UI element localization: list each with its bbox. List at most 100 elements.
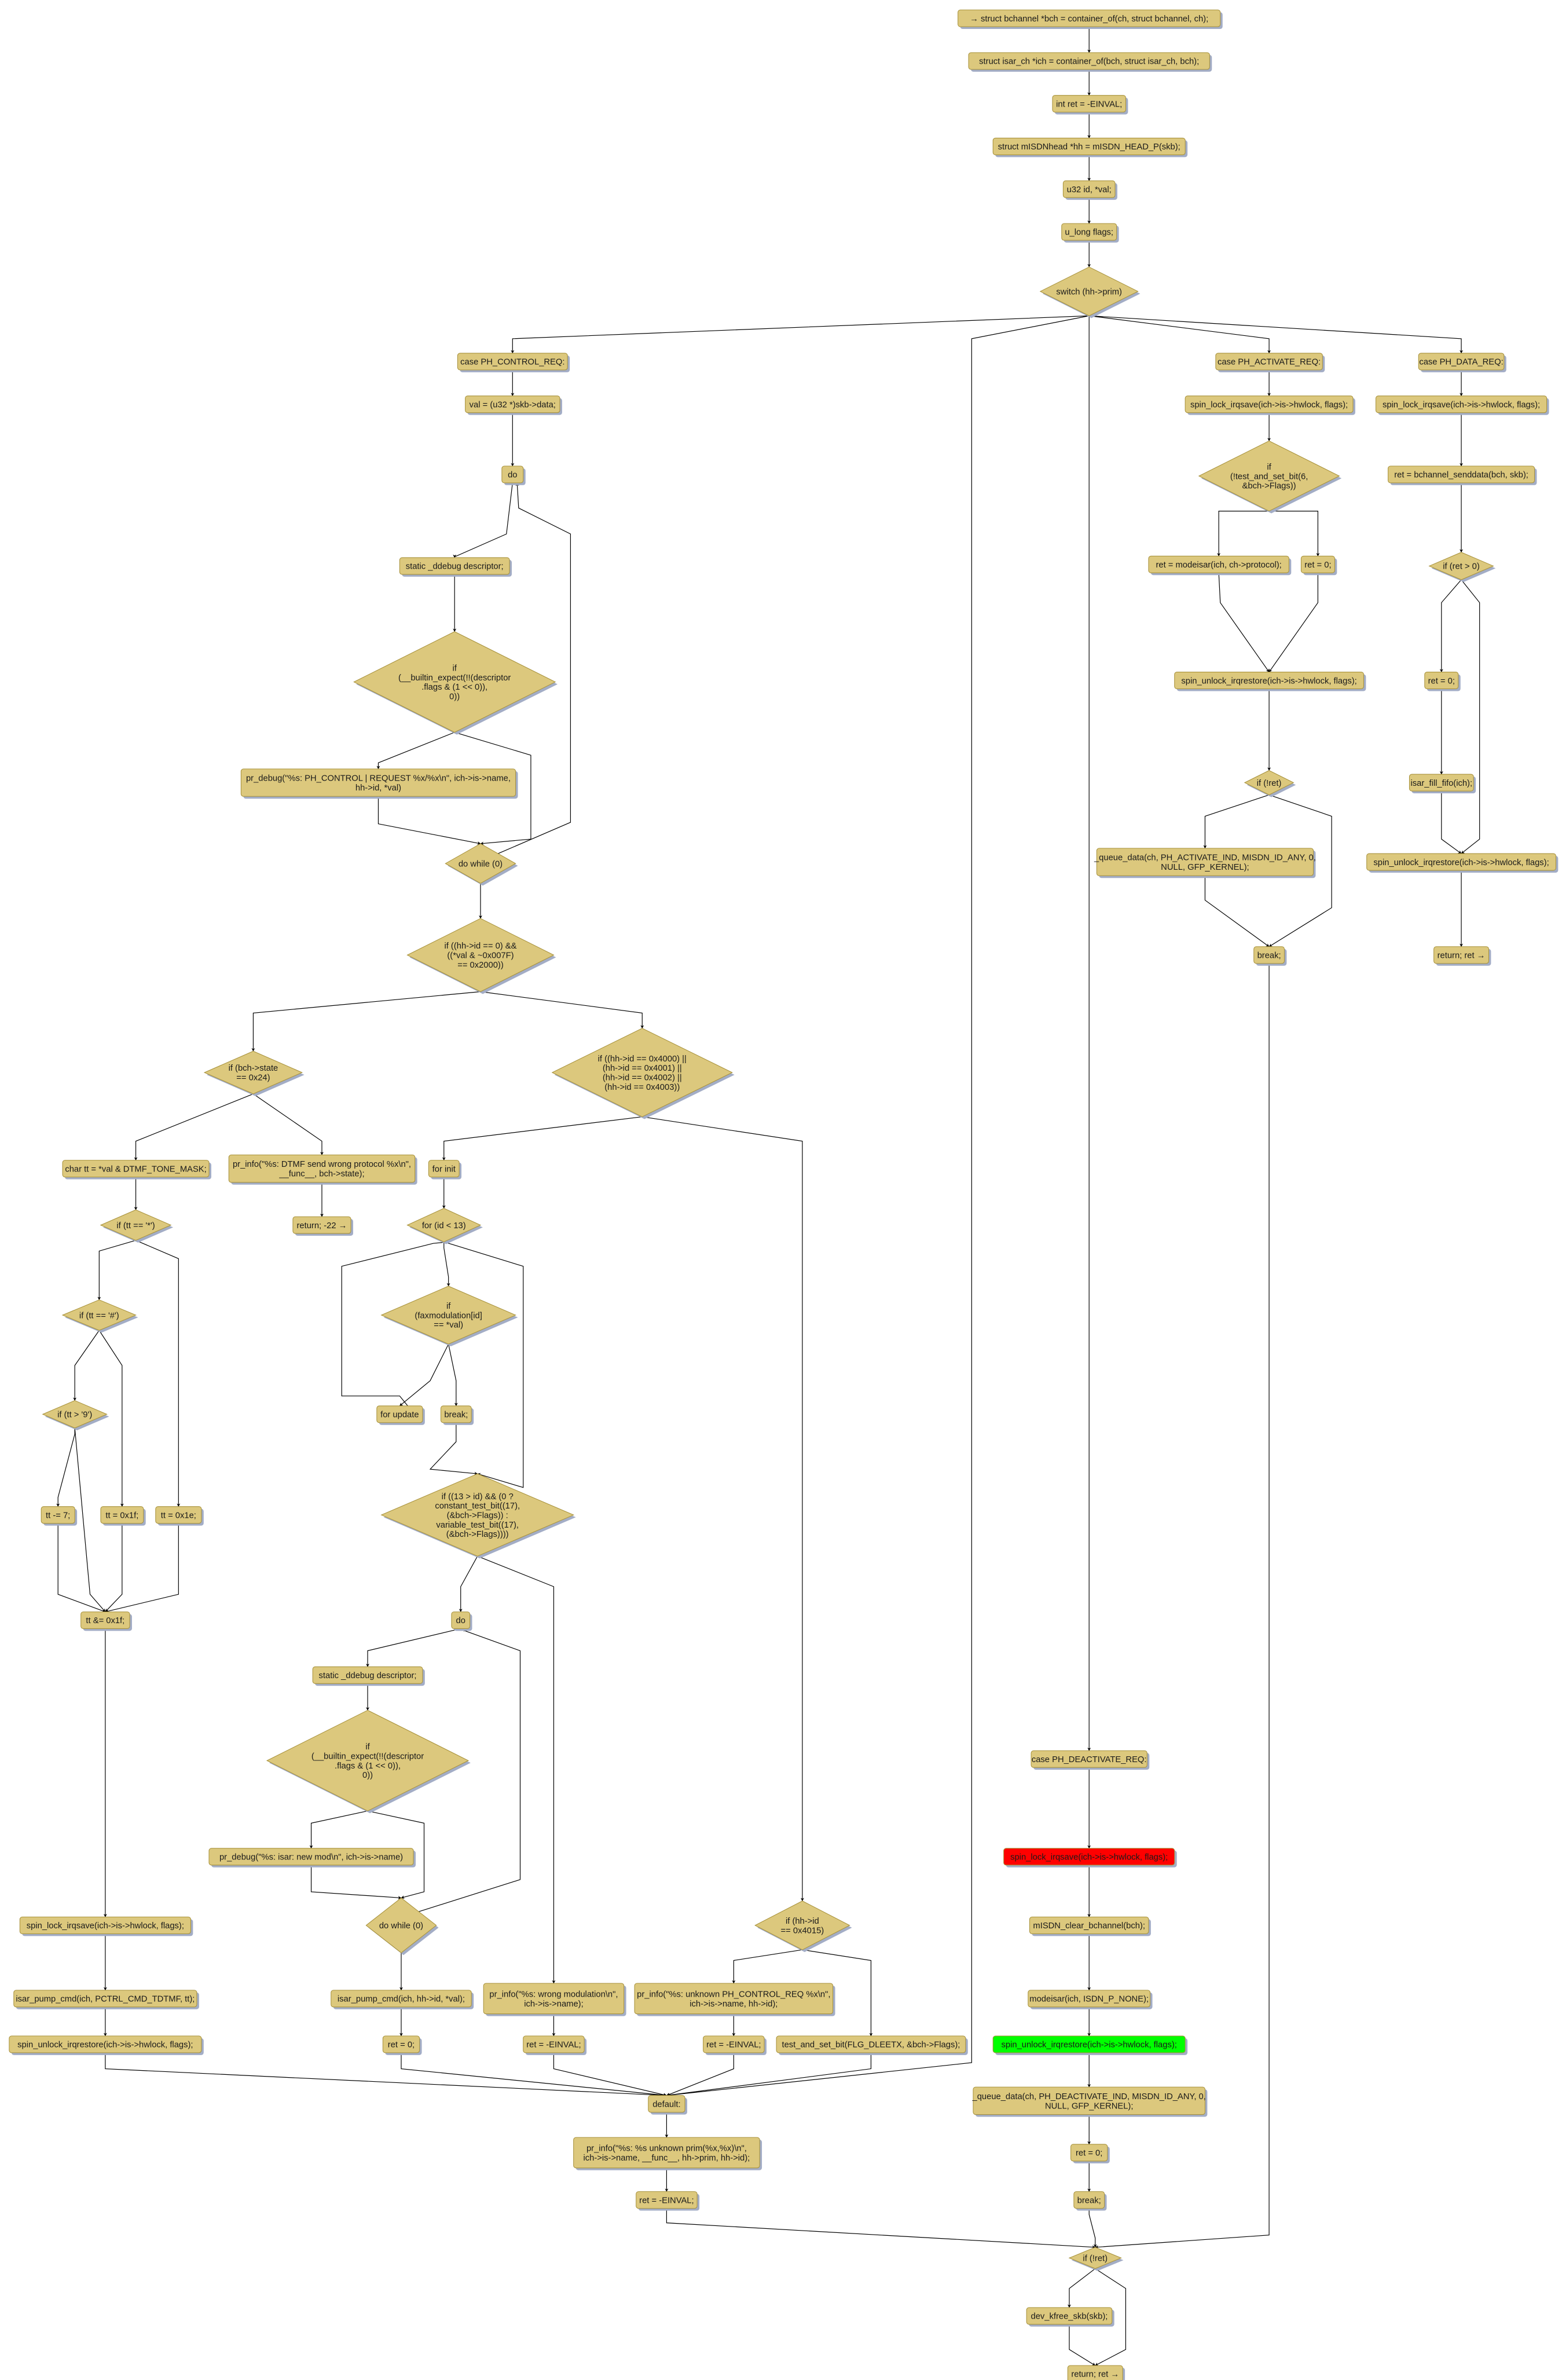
- node-shape: [1174, 672, 1364, 690]
- node-label-line: __func__, bch->state);: [278, 1170, 364, 1179]
- node-shape: [1198, 440, 1340, 512]
- node-label-line: tt = 0x1e;: [161, 1511, 196, 1520]
- node-label: do: [456, 1616, 465, 1625]
- node-label: return; -22 →: [297, 1221, 347, 1231]
- node-shape: [62, 1160, 210, 1178]
- edge-c17-c20: [57, 1523, 106, 1613]
- node-label-line: case PH_DATA_REQ:: [1419, 358, 1503, 367]
- edge-c42-d0: [666, 2052, 872, 2097]
- statement-node: spin_lock_irqsave(ich->is->hwlock, flags…: [19, 1916, 193, 1936]
- statement-node: spin_unlock_irqrestore(ich->is->hwlock, …: [9, 2035, 204, 2055]
- node-label: default:: [652, 2100, 680, 2109]
- edge-c5-c6: [376, 732, 455, 770]
- node-label: if ((13 > id) && (0 ?constant_test_bit((…: [435, 1492, 520, 1539]
- node-label-line: hh->id, *val): [355, 783, 401, 793]
- edge-c29-c30: [309, 1810, 368, 1849]
- node-label-line: val = (u32 *)skb->data;: [470, 400, 556, 409]
- node-shape: [1424, 672, 1459, 690]
- node-label-line: == 0x2000)): [457, 961, 504, 970]
- decision-node: if (tt == '#'): [61, 1299, 138, 1333]
- node-shape: [240, 768, 516, 797]
- node-label-line: ich->is->name, hh->id);: [690, 2000, 778, 2009]
- node-label-line: if: [446, 1302, 451, 1311]
- edge-p6-p7: [1203, 794, 1270, 849]
- node-label-line: variable_test_bit((17),: [436, 1521, 519, 1530]
- node-label-line: int ret = -EINVAL;: [1056, 100, 1122, 109]
- edge-c25-c26: [429, 1422, 478, 1475]
- node-label: pr_info("%s: unknown PH_CONTROL_REQ %x\n…: [637, 1990, 830, 2008]
- node-label: _queue_data(ch, PH_DEACTIVATE_IND, MISDN…: [972, 2092, 1206, 2111]
- node-label-line: struct isar_ch *ich = container_of(bch, …: [979, 57, 1199, 67]
- edge-c18-c20: [105, 1523, 123, 1612]
- node-label-line: ret = bchannel_senddata(bch, skb);: [1394, 471, 1528, 480]
- statement-node: return; ret →: [1433, 946, 1491, 966]
- node-label-line: switch (hh->prim): [1056, 287, 1122, 296]
- edge-c26-c27: [459, 1556, 478, 1613]
- statement-node: return; ret →: [1067, 2365, 1125, 2380]
- decision-node: if(faxmodulation[id]== *val): [380, 1286, 518, 1347]
- node-label: return; ret →: [1438, 951, 1486, 961]
- node-label-line: &bch->Flags)): [1242, 482, 1296, 491]
- node-shape: [703, 2035, 765, 2053]
- node-label: static _ddebug descriptor;: [319, 1671, 417, 1680]
- edge-c23-c24: [399, 1343, 449, 1407]
- statement-node: static _ddebug descriptor;: [312, 1666, 425, 1686]
- statement-node: case PH_DEACTIVATE_REQ:: [1031, 1750, 1150, 1770]
- node-label-line: == *val): [434, 1321, 463, 1330]
- node-label: struct isar_ch *ich = container_of(bch, …: [979, 57, 1199, 67]
- node-label: ret = 0;: [1428, 676, 1455, 686]
- node-label-line: spin_unlock_irqrestore(ich->is->hwlock, …: [1181, 676, 1356, 686]
- node-label-line: struct mISDNhead *hh = mISDN_HEAD_P(skb)…: [998, 142, 1180, 152]
- edge-c6-c7: [377, 796, 481, 845]
- node-shape: [1070, 2144, 1108, 2162]
- edge-p2-p4: [1269, 511, 1320, 556]
- decision-node: if (hh->id== 0x4015): [754, 1901, 852, 1952]
- node-label-line: .flags & (1 << 0)),: [421, 683, 487, 692]
- node-label-line: modeisar(ich, ISDN_P_NONE);: [1029, 1995, 1149, 2004]
- statement-node: static _ddebug descriptor;: [399, 557, 512, 577]
- node-shape: [1375, 396, 1548, 413]
- node-label: case PH_DEACTIVATE_REQ:: [1032, 1755, 1147, 1764]
- edge-r7-r8: [1088, 2208, 1097, 2248]
- node-label: val = (u32 *)skb->data;: [470, 400, 556, 409]
- node-label-line: pr_info("%s: wrong modulation\n",: [489, 1990, 618, 1999]
- node-label-line: default:: [652, 2100, 680, 2109]
- edge-c10-c21: [442, 1116, 643, 1161]
- node-label-line: (__builtin_expect(!!(descriptor: [311, 1752, 424, 1761]
- edges-layer: [56, 27, 1480, 2366]
- node-label-line: for (id < 13): [422, 1221, 466, 1231]
- node-label: spin_lock_irqsave(ich->is->hwlock, flags…: [1190, 400, 1348, 409]
- node-label: ret = modeisar(ich, ch->protocol);: [1156, 561, 1282, 570]
- node-shape: [382, 2035, 420, 2053]
- statement-node: ret = bchannel_senddata(bch, skb);: [1388, 466, 1537, 485]
- node-label-line: u32 id, *val;: [1067, 185, 1112, 195]
- node-label-line: spin_unlock_irqrestore(ich->is->hwlock, …: [1373, 858, 1549, 867]
- node-label-line: (faxmodulation[id]: [415, 1311, 482, 1320]
- edge-p4-p5: [1268, 573, 1318, 673]
- node-label: ret = -EINVAL;: [706, 2041, 761, 2050]
- node-label: spin_unlock_irqrestore(ich->is->hwlock, …: [1181, 676, 1356, 686]
- node-label-line: static _ddebug descriptor;: [406, 562, 504, 572]
- node-label-line: if ((hh->id == 0x4000) ||: [598, 1054, 687, 1064]
- node-label-line: if: [453, 664, 457, 673]
- node-label: tt = 0x1f;: [105, 1511, 138, 1520]
- statement-node: pr_info("%s: %s unknown prim(%x,%x)\n",i…: [573, 2137, 762, 2170]
- statement-node: spin_unlock_irqrestore(ich->is->hwlock, …: [1366, 853, 1559, 873]
- statement-node: pr_debug("%s: PH_CONTROL | REQUEST %x/%x…: [240, 768, 518, 799]
- node-label-line: == 0x4015): [781, 1926, 824, 1935]
- node-shape: [445, 843, 516, 884]
- node-shape: [353, 631, 556, 733]
- node-label-line: ret = modeisar(ich, ch->protocol);: [1156, 561, 1282, 570]
- edge-sw-p0: [1089, 315, 1271, 354]
- node-shape: [1418, 353, 1505, 371]
- node-label: do: [508, 471, 517, 480]
- node-shape: [42, 1400, 108, 1429]
- node-label-line: spin_lock_irqsave(ich->is->hwlock, flags…: [1190, 400, 1348, 409]
- node-label: for init: [432, 1165, 456, 1174]
- node-label-line: if: [1267, 463, 1271, 472]
- edge-d2-r8: [666, 2208, 1096, 2249]
- node-label: for (id < 13): [422, 1221, 466, 1231]
- statement-node: struct mISDNhead *hh = mISDN_HEAD_P(skb)…: [992, 137, 1188, 158]
- node-label-line: constant_test_bit((17),: [435, 1502, 520, 1511]
- node-label: do while (0): [459, 859, 503, 869]
